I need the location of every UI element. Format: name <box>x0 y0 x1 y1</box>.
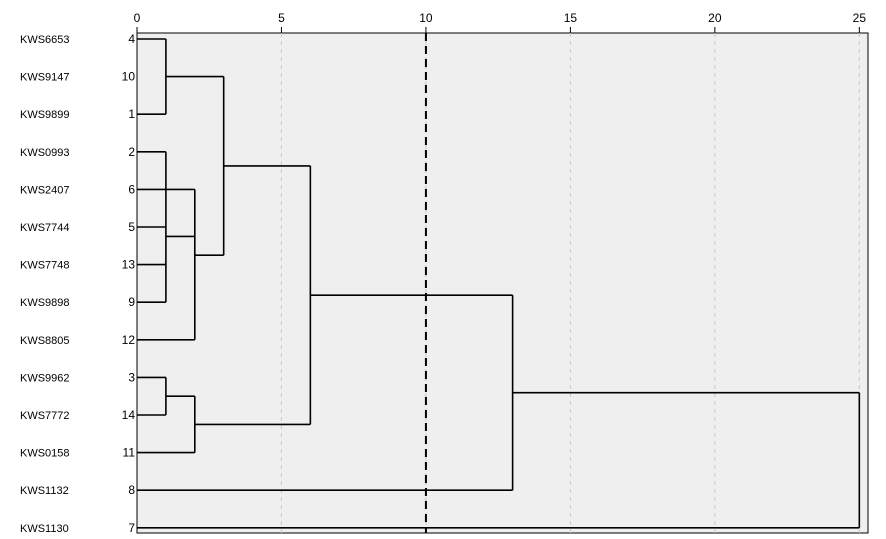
leaf-name: KWS9147 <box>20 72 70 84</box>
plot-area <box>136 32 869 534</box>
leaf-name: KWS0993 <box>20 147 70 159</box>
leaf-id: 5 <box>128 220 135 234</box>
leaf-name: KWS1130 <box>20 523 69 535</box>
leaf-id: 14 <box>122 408 136 422</box>
x-tick-label: 10 <box>419 11 433 25</box>
x-tick-label: 5 <box>278 11 285 25</box>
leaf-id: 12 <box>122 333 136 347</box>
leaf-id: 11 <box>123 446 136 460</box>
leaf-id: 7 <box>128 521 135 535</box>
leaf-name: KWS1132 <box>20 485 69 497</box>
leaf-id: 13 <box>122 258 136 272</box>
leaf-id: 8 <box>128 483 135 497</box>
leaf-id: 2 <box>128 145 135 159</box>
leaf-id: 10 <box>122 70 136 84</box>
x-tick-label: 25 <box>853 11 867 25</box>
leaf-name: KWS6653 <box>20 34 70 46</box>
leaf-name: KWS7748 <box>20 260 70 272</box>
leaf-id: 9 <box>128 295 135 309</box>
leaf-name: KWS9898 <box>20 297 70 309</box>
x-tick-label: 15 <box>564 11 578 25</box>
dendrogram-branches <box>137 38 861 529</box>
leaf-name: KWS7772 <box>20 410 70 422</box>
x-tick-label: 0 <box>134 11 141 25</box>
leaf-id: 4 <box>128 32 135 46</box>
leaf-id: 1 <box>128 107 135 121</box>
x-tick-label: 20 <box>708 11 722 25</box>
leaf-name: KWS7744 <box>20 222 70 234</box>
leaf-name: KWS9899 <box>20 109 70 121</box>
leaf-name: KWS0158 <box>20 448 70 460</box>
leaf-name: KWS9962 <box>20 372 70 384</box>
leaf-id: 6 <box>128 182 135 196</box>
x-axis: 0 5 10 15 20 25 <box>134 11 867 33</box>
leaf-id: 3 <box>128 370 135 384</box>
leaf-name: KWS2407 <box>20 184 70 196</box>
leaf-name: KWS8805 <box>20 335 70 347</box>
